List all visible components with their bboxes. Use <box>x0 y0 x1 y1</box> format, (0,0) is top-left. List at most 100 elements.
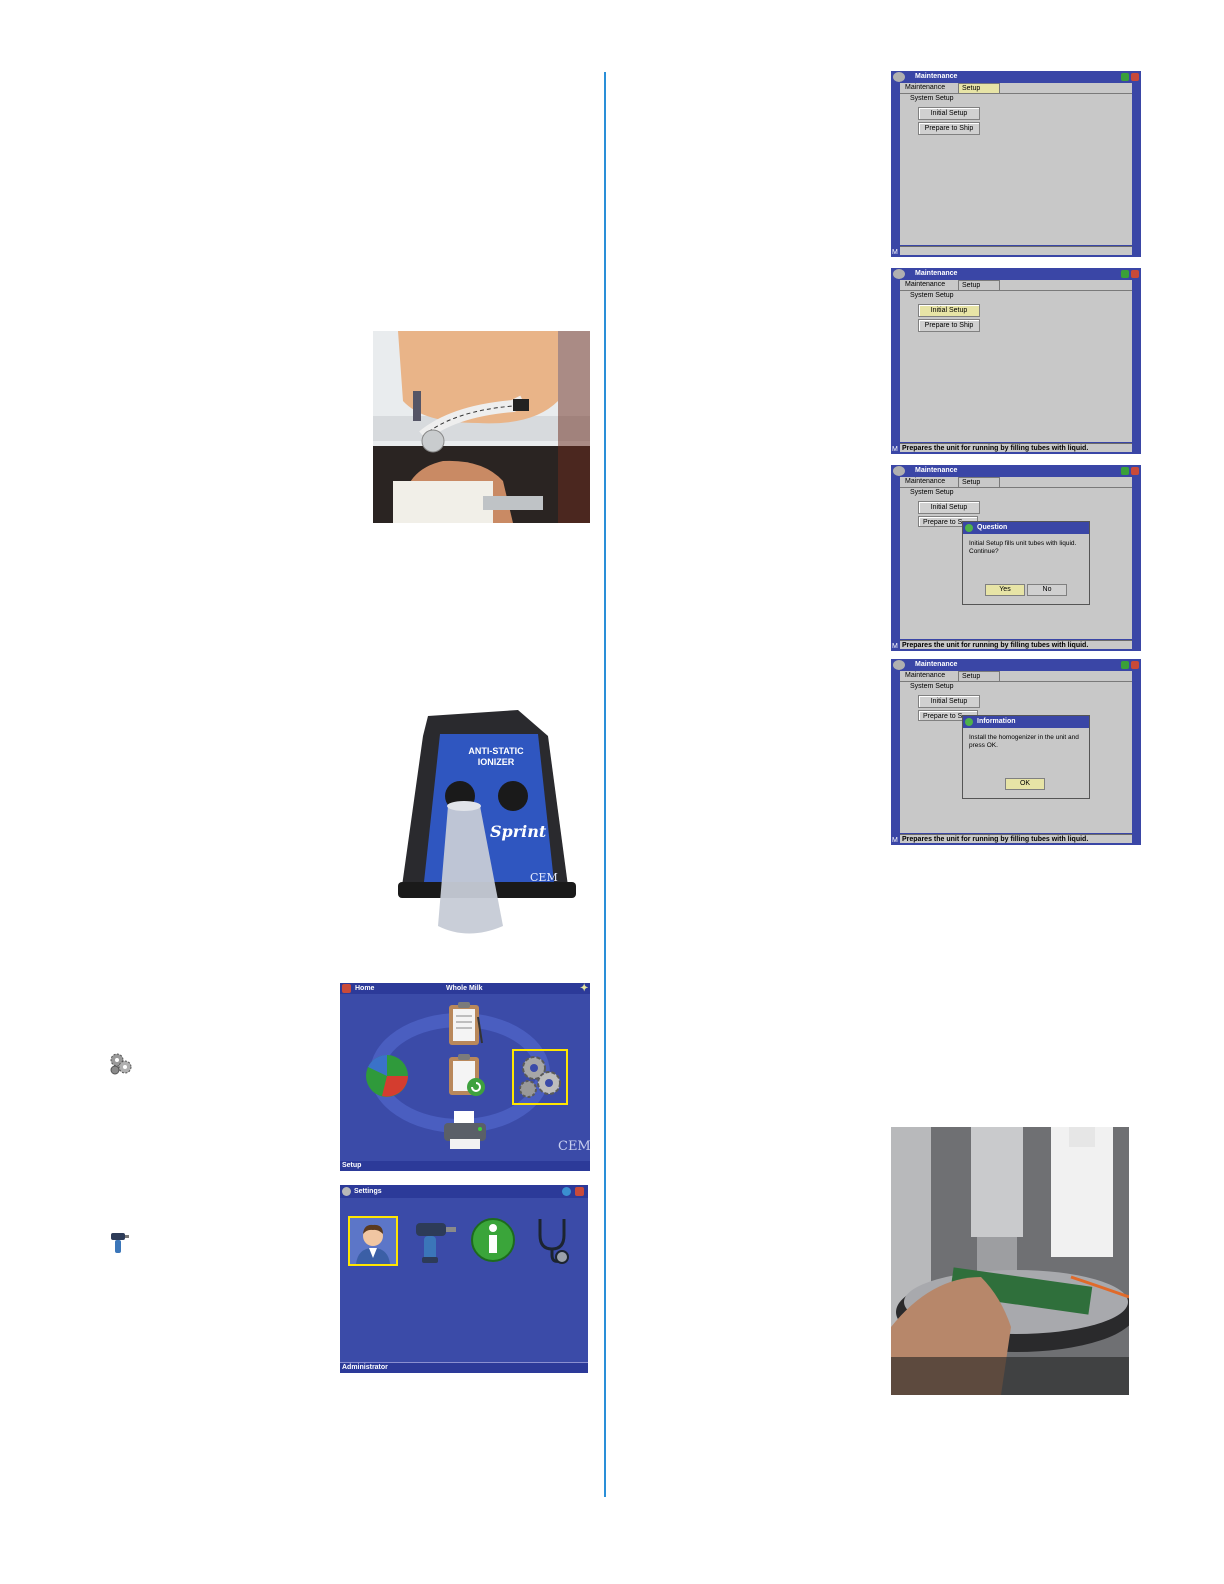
information-shield-icon <box>965 718 973 726</box>
stethoscope-icon[interactable] <box>530 1215 576 1265</box>
back-icon[interactable] <box>1121 270 1129 278</box>
yes-button[interactable]: Yes <box>985 584 1025 596</box>
dialog-title-bar: Information <box>963 716 1089 728</box>
home-icon[interactable] <box>1131 73 1139 81</box>
maintenance-panel: Maintenance Setup System Setup Initial S… <box>900 83 1132 245</box>
settings-status-bar: Administrator <box>340 1362 588 1373</box>
ionizer-label-line2: IONIZER <box>477 757 515 767</box>
tab-setup[interactable]: Setup <box>958 671 1000 681</box>
maintenance-tabs: Maintenance Setup <box>900 280 1132 291</box>
maintenance-tabs: Maintenance Setup <box>900 83 1132 94</box>
home-title-bar: Home Whole Milk ✦ <box>340 983 590 994</box>
maintenance-title-bar: Maintenance <box>891 465 1141 477</box>
ok-button[interactable]: OK <box>1005 778 1045 790</box>
tab-setup[interactable]: Setup <box>958 83 1000 93</box>
home-icon[interactable] <box>575 1187 584 1196</box>
question-shield-icon <box>965 524 973 532</box>
info-icon[interactable] <box>470 1217 516 1263</box>
initial-setup-button[interactable]: Initial Setup <box>918 107 980 120</box>
back-icon[interactable] <box>1121 73 1129 81</box>
clipboard-icon[interactable] <box>446 1001 484 1047</box>
maintenance-tabs: Maintenance Setup <box>900 477 1132 488</box>
maintenance-title-bar: Maintenance <box>891 71 1141 83</box>
setup-selection-box[interactable] <box>512 1049 568 1105</box>
tab-maintenance[interactable]: Maintenance <box>905 672 946 679</box>
status-bar: Prepares the unit for running by filling… <box>900 640 1132 649</box>
maintenance-title: Maintenance <box>915 467 958 474</box>
prepare-to-ship-button[interactable]: Prepare to Ship <box>918 122 980 135</box>
column-divider <box>604 72 606 1497</box>
maintenance-title: Maintenance <box>915 73 958 80</box>
back-icon[interactable] <box>1121 661 1129 669</box>
settings-gears-icon <box>893 660 905 670</box>
tab-setup[interactable]: Setup <box>958 280 1000 290</box>
tab-setup[interactable]: Setup <box>958 477 1000 487</box>
maintenance-title: Maintenance <box>915 270 958 277</box>
home-screen: Home Whole Milk ✦ <box>340 983 590 1171</box>
home-product: Whole Milk <box>446 985 483 992</box>
initial-setup-button[interactable]: Initial Setup <box>918 501 980 514</box>
system-setup-label: System Setup <box>910 489 954 496</box>
status-bar: Prepares the unit for running by filling… <box>900 834 1132 843</box>
dialog-title-bar: Question <box>963 522 1089 534</box>
tab-maintenance[interactable]: Maintenance <box>905 84 946 91</box>
information-dialog: Information Install the homogenizer in t… <box>962 715 1090 799</box>
dialog-title: Question <box>977 524 1008 531</box>
dialog-message: Initial Setup fills unit tubes with liqu… <box>969 540 1077 555</box>
system-setup-label: System Setup <box>910 292 954 299</box>
tab-maintenance[interactable]: Maintenance <box>905 478 946 485</box>
settings-screen: Settings Adminis <box>340 1185 588 1373</box>
printer-icon[interactable] <box>440 1109 490 1151</box>
no-button[interactable]: No <box>1027 584 1067 596</box>
home-status-bar: Setup <box>340 1161 590 1171</box>
maintenance-screen-2: Maintenance Maintenance Setup System Set… <box>891 268 1141 454</box>
initial-setup-button[interactable]: Initial Setup <box>918 695 980 708</box>
maintenance-title-bar: Maintenance <box>891 268 1141 280</box>
ionizer-brand: Sprint <box>490 822 547 841</box>
maintenance-panel: Maintenance Setup System Setup Initial S… <box>900 280 1132 442</box>
home-title: Home <box>355 985 375 992</box>
back-icon[interactable] <box>562 1187 571 1196</box>
mode-indicator: M <box>892 446 898 453</box>
user-selection-box[interactable] <box>348 1216 398 1266</box>
dialog-title: Information <box>977 718 1016 725</box>
status-bar: Prepares the unit for running by filling… <box>900 443 1132 452</box>
mode-indicator: M <box>892 643 898 650</box>
photo-anti-static-ionizer: ANTI-STATIC IONIZER Sprint CEM <box>398 706 576 942</box>
settings-gears-icon <box>342 1187 351 1196</box>
maintenance-title-bar: Maintenance <box>891 659 1141 671</box>
drill-tool-icon[interactable] <box>410 1217 458 1265</box>
maintenance-screen-3: Maintenance Maintenance Setup System Set… <box>891 465 1141 651</box>
maintenance-tabs: Maintenance Setup <box>900 671 1132 682</box>
home-icon[interactable] <box>1131 467 1139 475</box>
home-icon[interactable] <box>342 984 351 993</box>
settings-title-bar: Settings <box>340 1185 588 1198</box>
back-icon[interactable] <box>1121 467 1129 475</box>
tab-maintenance[interactable]: Maintenance <box>905 281 946 288</box>
status-bar <box>900 246 1132 255</box>
maintenance-title: Maintenance <box>915 661 958 668</box>
photo-homogenizer-install <box>891 1127 1129 1395</box>
initial-setup-button[interactable]: Initial Setup <box>918 304 980 317</box>
ionizer-label-line1: ANTI-STATIC <box>468 746 524 756</box>
home-icon[interactable] <box>1131 661 1139 669</box>
maintenance-screen-4: Maintenance Maintenance Setup System Set… <box>891 659 1141 845</box>
ionizer-maker-logo: CEM <box>530 871 558 884</box>
star-icon[interactable]: ✦ <box>580 983 589 994</box>
drill-icon <box>108 1230 130 1256</box>
home-icon[interactable] <box>1131 270 1139 278</box>
pie-chart-icon[interactable] <box>364 1053 410 1099</box>
gears-icon <box>108 1051 134 1077</box>
mode-indicator: M <box>892 837 898 844</box>
settings-gears-icon <box>893 72 905 82</box>
maintenance-panel: Maintenance Setup System Setup Initial S… <box>900 477 1132 639</box>
photo-cable-connection <box>373 331 590 523</box>
system-setup-label: System Setup <box>910 683 954 690</box>
settings-title: Settings <box>354 1188 382 1195</box>
settings-gears-icon <box>893 269 905 279</box>
dialog-message: Install the homogenizer in the unit and … <box>969 734 1079 749</box>
clipboard-recall-icon[interactable] <box>446 1053 486 1099</box>
question-dialog: Question Initial Setup fills unit tubes … <box>962 521 1090 605</box>
prepare-to-ship-button[interactable]: Prepare to Ship <box>918 319 980 332</box>
cem-logo: CEM <box>558 1139 590 1154</box>
